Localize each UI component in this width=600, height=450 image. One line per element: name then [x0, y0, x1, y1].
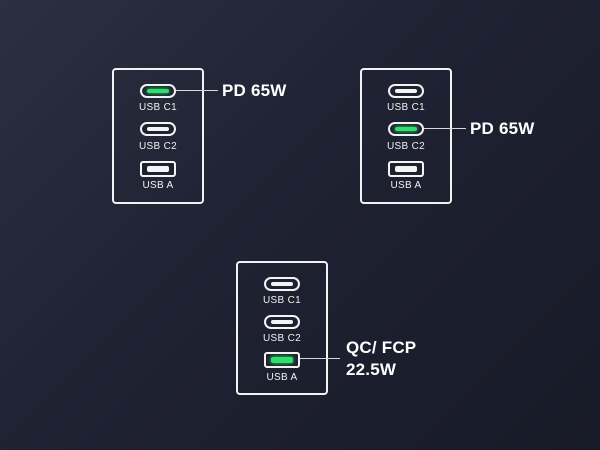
usb-c1-port [388, 84, 424, 98]
callout-line: 22.5W [346, 360, 397, 379]
usb-c2-label: USB C2 [387, 141, 425, 152]
power-callout: PD 65W [470, 118, 535, 140]
usb-c1-port [140, 84, 176, 98]
charger-2: USB C1 USB C2 USB A [360, 68, 452, 204]
charger-3: USB C1 USB C2 USB A [236, 261, 328, 395]
usb-c2-port [140, 122, 176, 136]
charger-1: USB C1 USB C2 USB A [112, 68, 204, 204]
usb-a-port [140, 161, 176, 177]
usb-a-port [264, 352, 300, 368]
callout-leader-line [176, 90, 218, 91]
callout-leader-line [424, 128, 466, 129]
usb-c1-indicator [147, 89, 169, 93]
callout-line: PD 65W [470, 119, 535, 138]
usb-c1-port [264, 277, 300, 291]
usb-c2-label: USB C2 [139, 141, 177, 152]
usb-a-label: USB A [390, 180, 422, 191]
usb-a-label: USB A [266, 372, 298, 383]
usb-a-label: USB A [142, 180, 174, 191]
power-callout: QC/ FCP 22.5W [346, 337, 416, 381]
power-callout: PD 65W [222, 80, 287, 102]
usb-c1-indicator [395, 89, 417, 93]
usb-c1-label: USB C1 [139, 102, 177, 113]
usb-a-port [388, 161, 424, 177]
usb-c2-indicator [271, 320, 293, 324]
usb-a-indicator [271, 357, 293, 363]
callout-leader-line [300, 358, 340, 359]
usb-c2-port [264, 315, 300, 329]
usb-a-indicator [147, 166, 169, 172]
callout-line: PD 65W [222, 81, 287, 100]
usb-c2-port [388, 122, 424, 136]
usb-c2-indicator [147, 127, 169, 131]
usb-c1-label: USB C1 [387, 102, 425, 113]
callout-line: QC/ FCP [346, 338, 417, 357]
usb-c1-indicator [271, 282, 293, 286]
usb-c2-indicator [395, 127, 417, 131]
usb-c2-label: USB C2 [263, 333, 301, 344]
usb-a-indicator [395, 166, 417, 172]
usb-c1-label: USB C1 [263, 295, 301, 306]
